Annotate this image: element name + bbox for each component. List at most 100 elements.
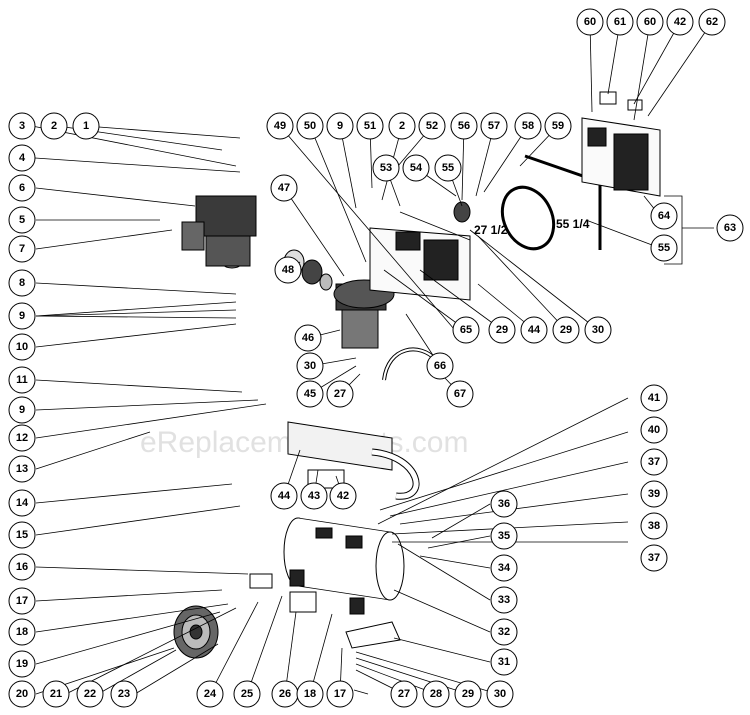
callout-46: 46 [294,324,322,352]
callout-61: 61 [606,8,634,36]
callout-number: 65 [460,324,472,336]
callout-39: 39 [640,480,668,508]
callout-43: 43 [300,482,328,510]
callout-30: 30 [584,316,612,344]
callout-59: 59 [544,112,572,140]
callout-number: 40 [648,424,660,436]
callout-1: 1 [72,112,100,140]
callout-12: 12 [8,424,36,452]
callout-circle [388,112,416,140]
callout-number: 9 [19,404,25,416]
callout-49: 49 [266,112,294,140]
callout-64: 64 [650,202,678,230]
callout-37: 37 [640,448,668,476]
tank-drawing [283,517,405,615]
callout-circle [520,316,548,344]
callout-36: 36 [490,490,518,518]
belt-guard-back-drawing [369,201,471,301]
callout-number: 55 [442,162,454,174]
callout-circle [326,112,354,140]
callout-17: 17 [8,587,36,615]
callout-number: 32 [498,626,510,638]
callout-circle [8,174,36,202]
callout-number: 3 [19,120,25,132]
callout-29: 29 [552,316,580,344]
callout-number: 29 [560,324,572,336]
callout-circle [8,302,36,330]
callout-19: 19 [8,650,36,678]
callout-circle [8,206,36,234]
belt-size-outer: 55 1/4 [556,217,590,231]
callout-circle [8,587,36,615]
callout-55: 55 [434,154,462,182]
callout-number: 44 [278,490,291,502]
callout-number: 30 [592,324,604,336]
belt-size-inner: 27 1/2 [474,223,508,237]
callout-number: 62 [706,16,718,28]
callout-number: 26 [279,688,291,700]
callout-circle [490,648,518,676]
callout-17: 17 [326,680,354,708]
callout-55: 55 [650,234,678,262]
callout-circle [76,680,104,708]
callout-number: 15 [16,529,28,541]
callout-number: 66 [434,360,446,372]
callout-56: 56 [450,112,478,140]
callout-number: 30 [304,360,316,372]
callout-51: 51 [356,112,384,140]
callout-circle [716,214,744,242]
callout-circle [480,112,508,140]
callout-number: 21 [50,688,62,700]
callout-45: 45 [296,380,324,408]
callout-number: 31 [498,656,510,668]
callout-circle [8,521,36,549]
belt-guard-front-drawing [581,91,661,197]
callout-circle [636,8,664,36]
callout-circle [698,8,726,36]
callout-number: 42 [337,490,349,502]
callout-circle [640,416,668,444]
callout-number: 17 [334,688,346,700]
callout-number: 10 [16,341,28,353]
callout-number: 30 [494,688,506,700]
callout-circle [650,234,678,262]
callout-62: 62 [698,8,726,36]
callout-32: 32 [490,618,518,646]
callout-circle [640,384,668,412]
callout-18: 18 [8,618,36,646]
callout-number: 44 [528,324,541,336]
callout-circle [42,680,70,708]
callout-number: 36 [498,498,510,510]
callout-number: 34 [498,562,511,574]
callout-14: 14 [8,489,36,517]
callout-circle [296,352,324,380]
callout-number: 27 [398,688,410,700]
callout-circle [274,256,302,284]
callout-circle [300,482,328,510]
callout-44: 44 [520,316,548,344]
callout-circle [446,380,474,408]
callout-circle [576,8,604,36]
callout-number: 23 [118,688,130,700]
hose-drawing [382,347,438,381]
callout-20: 20 [8,680,36,708]
callout-number: 7 [19,243,25,255]
callout-circle [584,316,612,344]
callout-number: 29 [462,688,474,700]
callout-circle [266,112,294,140]
callout-circle [372,154,400,182]
callout-number: 13 [16,463,28,475]
callout-circle [490,618,518,646]
callout-58: 58 [514,112,542,140]
callout-number: 37 [648,456,660,468]
engine-drawing [181,195,257,269]
callout-circle [640,544,668,572]
callout-number: 41 [648,392,660,404]
callout-circle [8,618,36,646]
callout-37: 37 [640,544,668,572]
callout-circle [544,112,572,140]
callout-circle [390,680,418,708]
callout-number: 48 [282,264,294,276]
callout-circle [8,553,36,581]
